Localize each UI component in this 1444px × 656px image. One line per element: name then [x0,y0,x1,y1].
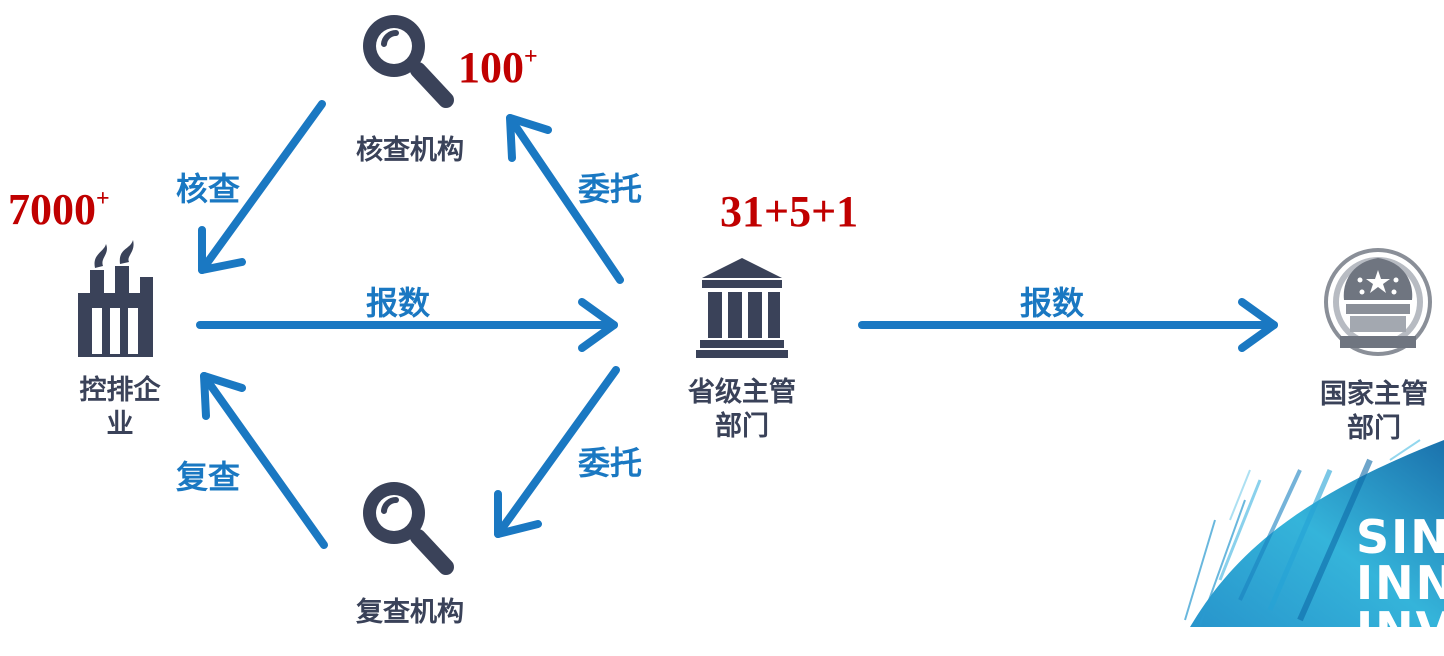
provincial-authority-count: 31+5+1 [720,187,859,236]
arrow-entrust-bottom [494,366,620,538]
government-building-icon [696,258,788,358]
edge-label-verify: 核查 [176,170,241,208]
magnifier-icon [363,15,454,108]
edge-label-entrust-top: 委托 [578,170,643,208]
arrow-report-main [196,298,618,352]
arrow-verify [198,100,326,274]
corner-brush-graphic [1184,439,1444,627]
corner-brand-line3: INV [1356,602,1444,656]
edge-label-entrust-bottom: 委托 [578,444,643,482]
diagram-canvas [78,15,1444,627]
provincial-authority-label: 省级主管 部门 [672,376,812,444]
corner-brand-text: SIN INN INV [1356,514,1444,652]
corner-brand-line1: SIN [1356,510,1444,564]
national-authority-label: 国家主管 部门 [1304,378,1444,446]
edge-label-review: 复查 [176,458,241,496]
factory-icon [78,240,153,357]
verification-agency-count: 100+ [458,43,538,92]
national-authority-label-line1: 国家主管 [1320,379,1428,410]
provincial-authority-label-line1: 省级主管 [688,377,796,408]
magnifier-icon [363,482,454,575]
national-authority-label-line2: 部门 [1347,413,1401,444]
arrow-review [200,372,328,549]
verification-agency-label: 核查机构 [356,135,464,166]
enterprise-label: 控排企 业 [50,374,190,442]
national-emblem-icon [1324,248,1432,356]
corner-brand-line2: INN [1356,556,1444,610]
provincial-authority-label-line2: 部门 [715,411,769,442]
arrow-report-national [858,298,1278,352]
edge-label-report-main: 报数 [366,284,431,322]
enterprise-label-line1: 控排企 [79,375,161,406]
edge-label-report-national: 报数 [1020,284,1085,322]
arrow-entrust-top [506,114,624,284]
enterprise-label-line2: 业 [106,409,134,440]
review-agency-label: 复查机构 [356,597,464,628]
enterprise-count: 7000+ [8,185,110,234]
